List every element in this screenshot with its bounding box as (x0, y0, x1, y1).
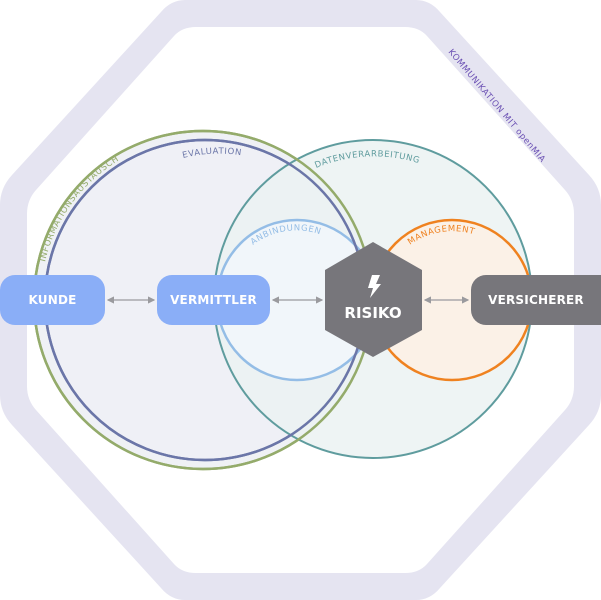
risiko-label: RISIKO (344, 304, 401, 322)
node-kunde-label: KUNDE (28, 293, 77, 307)
node-vermittler-label: VERMITTLER (170, 293, 257, 307)
risiko-hexagon[interactable] (325, 242, 422, 357)
node-versicherer[interactable]: VERSICHERER (471, 275, 601, 325)
frame-label: KOMMUNIKATION MIT openMIA (446, 47, 548, 164)
node-kunde[interactable]: KUNDE (0, 275, 105, 325)
node-versicherer-label: VERSICHERER (488, 293, 584, 307)
frame-label-text: KOMMUNIKATION MIT openMIA (446, 47, 547, 164)
lightning-bolt-icon (368, 275, 381, 298)
node-vermittler[interactable]: VERMITTLER (157, 275, 270, 325)
